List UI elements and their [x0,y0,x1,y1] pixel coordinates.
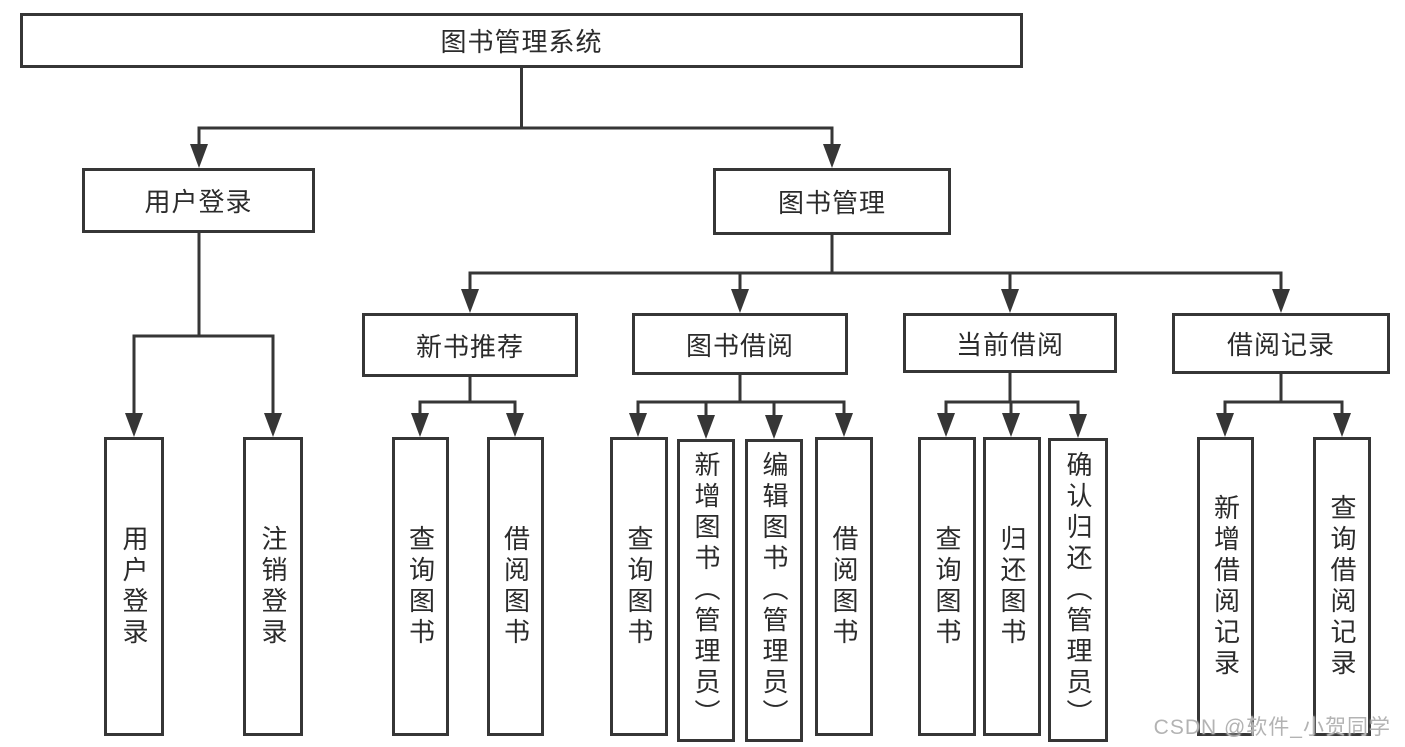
leaf-add-borrow-record-label: 新增借阅记录 [1210,493,1241,680]
leaf-add-books-admin-label: 新增图书（管理员） [691,451,721,730]
node-book-borrowing-label: 图书借阅 [685,330,794,361]
leaf-query-books-3: 查询图书 [918,437,976,736]
node-borrowing-records-label: 借阅记录 [1226,330,1335,360]
node-current-borrowing-label: 当前借阅 [955,329,1064,360]
leaf-borrow-books-2-label: 借阅图书 [829,524,859,649]
leaf-logout-label: 注销登录 [258,524,288,649]
node-borrowing-records: 借阅记录 [1172,313,1390,374]
leaf-logout: 注销登录 [243,437,303,736]
node-user-login: 用户登录 [82,168,315,233]
leaf-user-login-label: 用户登录 [119,524,149,649]
leaf-edit-books-admin-label: 编辑图书（管理员） [759,451,789,730]
node-new-book-recommend-label: 新书推荐 [415,331,524,362]
leaf-user-login: 用户登录 [104,437,164,736]
node-user-login-label: 用户登录 [144,187,253,217]
node-current-borrowing: 当前借阅 [903,313,1117,373]
watermark: CSDN @软件_小贺同学 [1153,716,1391,739]
node-root: 图书管理系统 [20,13,1023,68]
node-book-management-label: 图书管理 [777,188,886,218]
leaf-query-books-3-label: 查询图书 [932,524,962,649]
node-book-borrowing: 图书借阅 [632,313,848,375]
leaf-query-borrow-record: 查询借阅记录 [1313,437,1371,736]
node-new-book-recommend: 新书推荐 [362,313,578,377]
leaf-borrow-books-1: 借阅图书 [487,437,544,736]
leaf-borrow-books-1-label: 借阅图书 [500,524,531,649]
leaf-query-books-1: 查询图书 [392,437,449,736]
leaf-query-books-2: 查询图书 [610,437,668,736]
leaf-confirm-return-admin: 确认归还（管理员） [1048,438,1108,742]
arrowhead-icons [125,144,1351,439]
leaf-return-books: 归还图书 [983,437,1041,736]
leaf-borrow-books-2: 借阅图书 [815,437,873,736]
node-book-management: 图书管理 [713,168,951,235]
leaf-query-books-2-label: 查询图书 [624,524,654,649]
leaf-add-borrow-record: 新增借阅记录 [1197,437,1254,736]
leaf-query-borrow-record-label: 查询借阅记录 [1327,493,1357,680]
leaf-return-books-label: 归还图书 [997,524,1027,649]
leaf-confirm-return-admin-label: 确认归还（管理员） [1063,450,1093,730]
leaf-add-books-admin: 新增图书（管理员） [677,439,735,742]
node-root-label: 图书管理系统 [440,27,603,57]
leaf-edit-books-admin: 编辑图书（管理员） [745,439,803,742]
leaf-query-books-1-label: 查询图书 [405,524,436,649]
